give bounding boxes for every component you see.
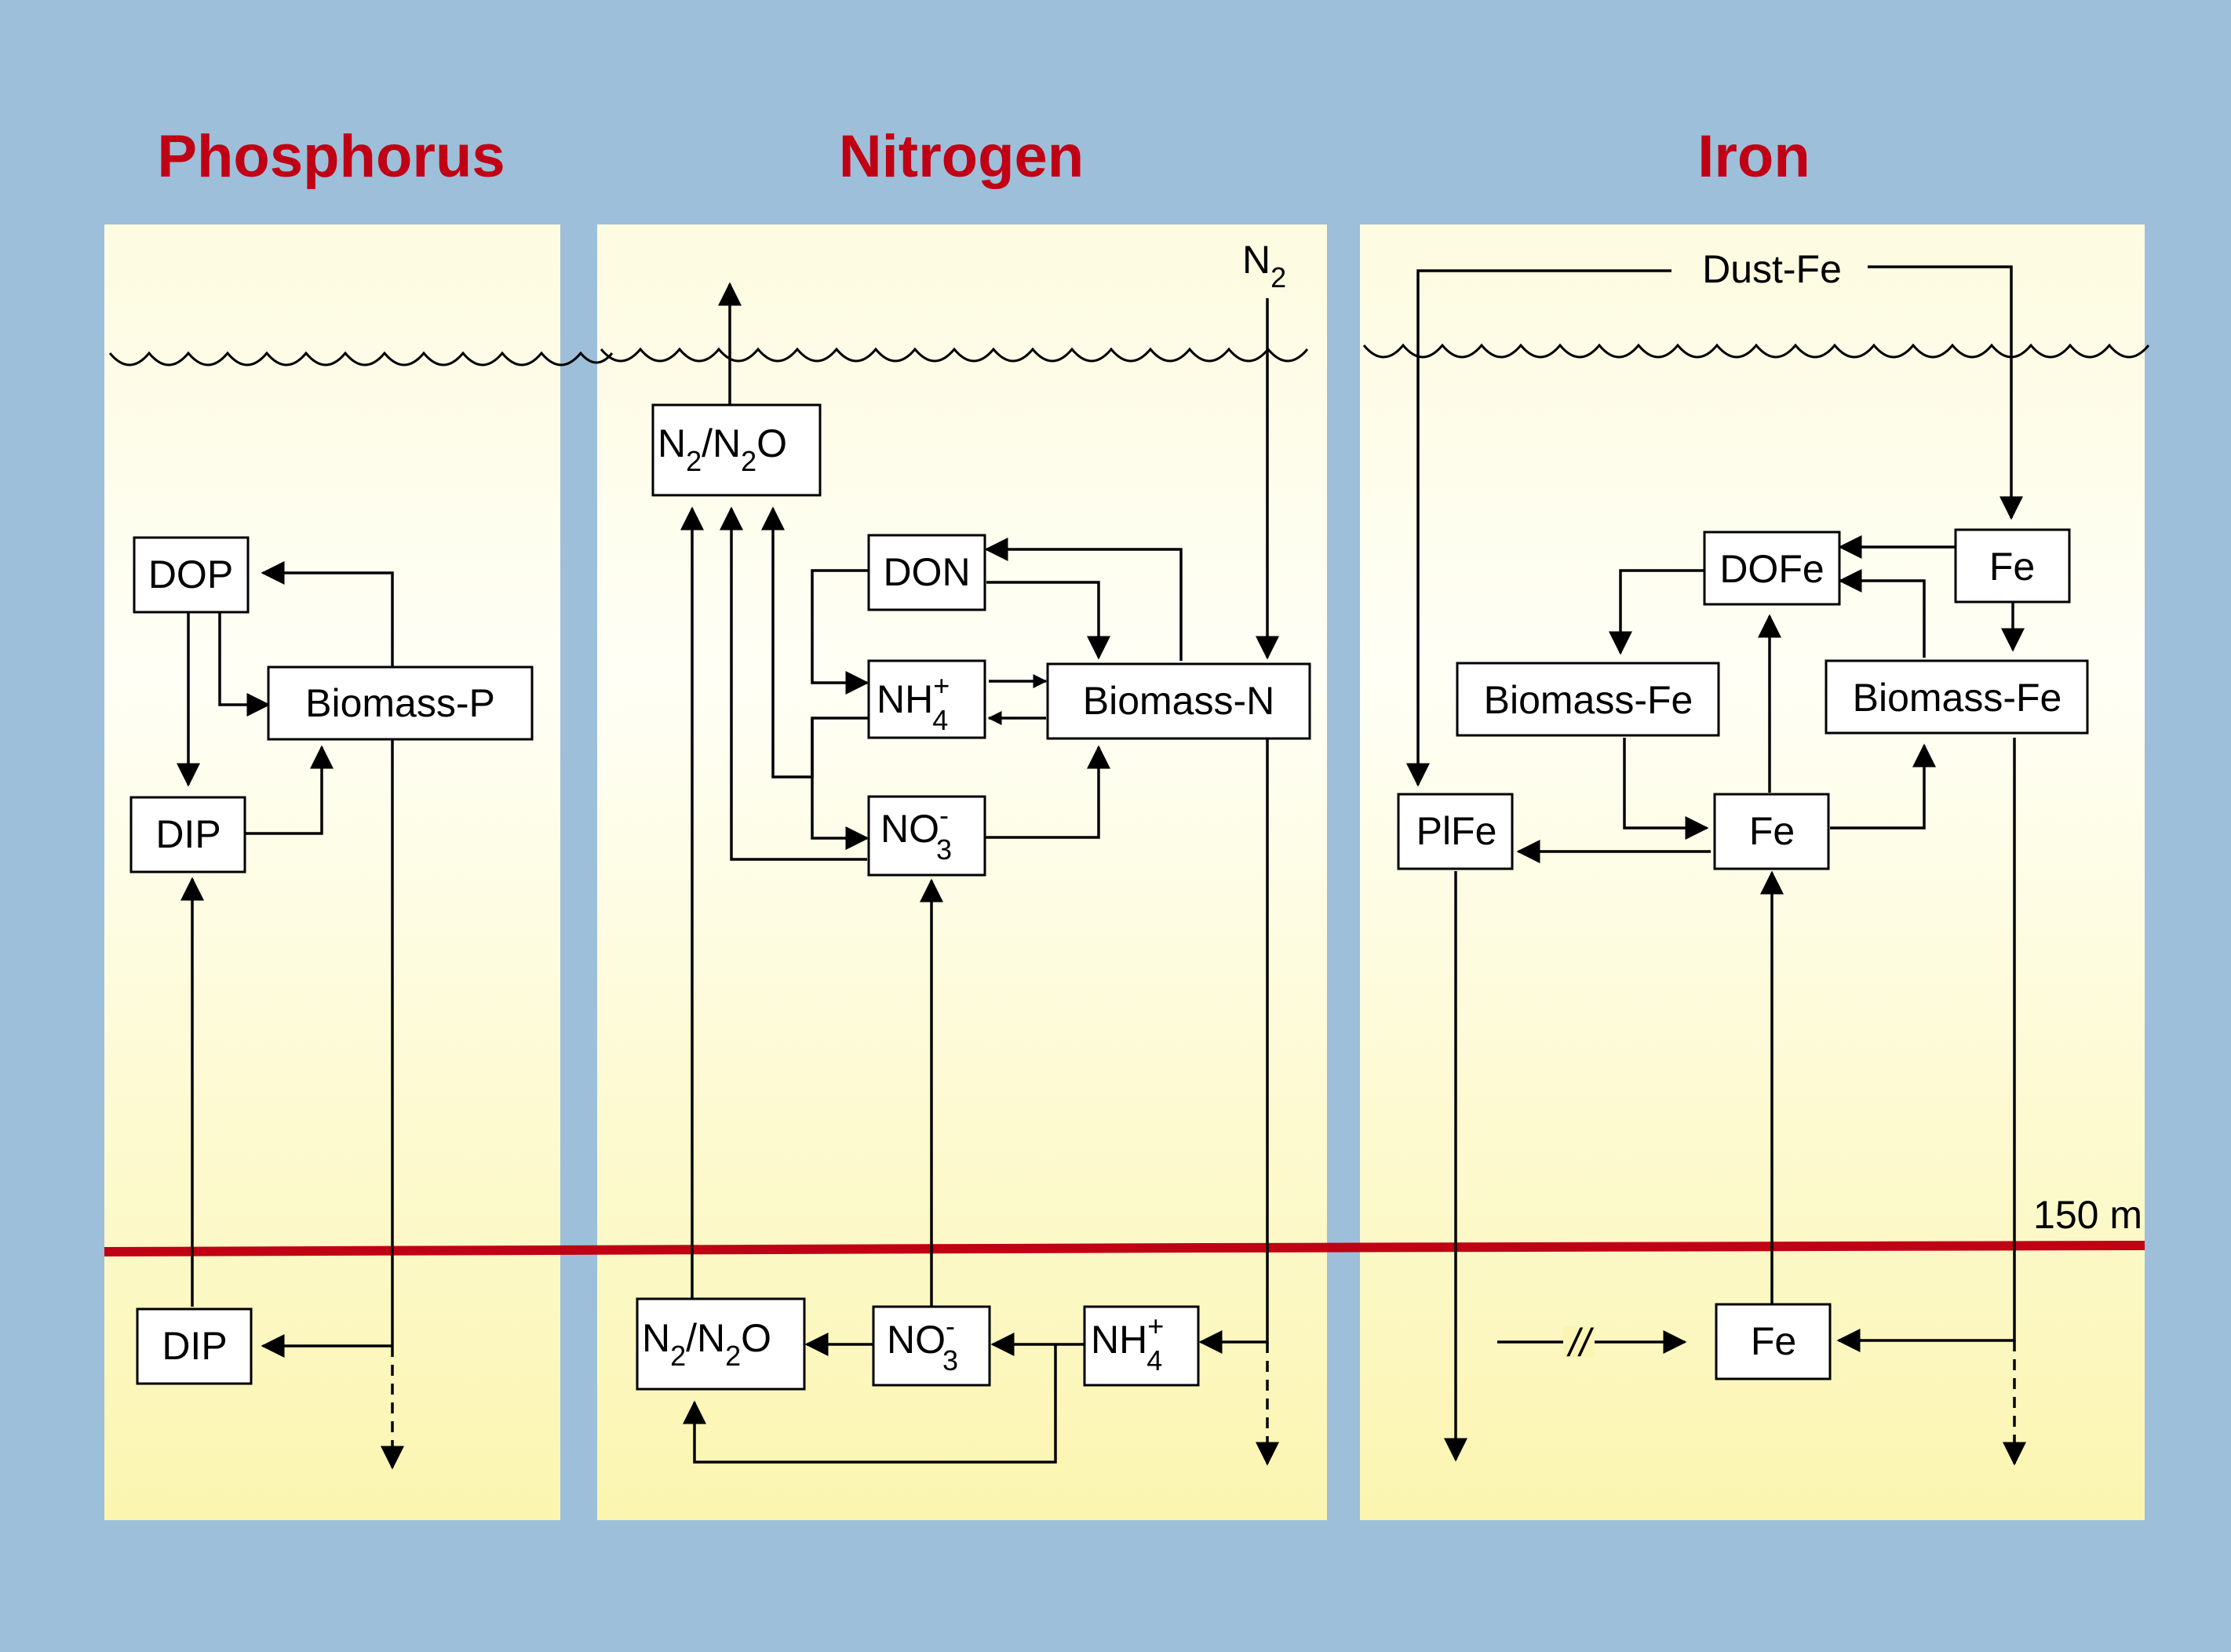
dip-deep-label: DIP [162, 1324, 227, 1368]
plfe-label: PlFe [1416, 809, 1497, 853]
biomass-n-box [1046, 662, 1311, 740]
dip-upper-box [129, 796, 246, 873]
blocked-symbol: // [1566, 1321, 1595, 1365]
arrow-biomass-right-to-dofe [1838, 569, 1926, 658]
fe-dissolved-box [1713, 793, 1830, 870]
nh4-deep-box [1083, 1305, 1200, 1387]
no3-upper-label: NO-3 [880, 799, 952, 866]
dip-upper-label: DIP [155, 812, 221, 856]
biomass-n-label: Biomass-N [1083, 679, 1274, 723]
sea-surface-iron [1362, 343, 2150, 359]
nh4-upper-box [867, 659, 986, 739]
don-box [867, 534, 986, 611]
arrow-nh4-to-no3 [811, 717, 869, 850]
biomass-fe-left-label: Biomass-Fe [1484, 678, 1693, 722]
dust-fe-label: Dust-Fe [1702, 247, 1842, 291]
fe-dissolved-label: Fe [1749, 809, 1795, 853]
don-label: DON [883, 550, 970, 594]
arrow-no3-to-n2 [720, 506, 867, 861]
no3-upper-box [867, 795, 986, 877]
biomass-fe-right-label: Biomass-Fe [1853, 676, 2062, 720]
arrow-dop-to-biomass [218, 612, 271, 717]
n2-n2o-deep-label: N2/N2O [642, 1316, 771, 1372]
arrow-fe-to-biomass-right-up [1830, 743, 1936, 830]
sea-surface-nitrogen [600, 347, 1309, 363]
fe-dust-input-box [1954, 528, 2071, 604]
fe-deep-box [1715, 1303, 1832, 1380]
arrow-don-to-nh4 [811, 569, 869, 695]
biomass-p-label: Biomass-P [305, 681, 495, 725]
dip-deep-box [136, 1307, 253, 1385]
dop-label: DOP [148, 552, 233, 596]
depth-line-150m [104, 1241, 2145, 1256]
nitrogen-title: Nitrogen [839, 123, 1084, 190]
arrow-dust-to-fe [1868, 265, 2023, 520]
arrow-dust-to-plfe [1406, 269, 1671, 787]
arrow-biomass-left-to-fe [1623, 738, 1709, 840]
sea-surface-phosphorus [108, 351, 614, 367]
phosphorus-cycle: DOP Biomass-P DIP DIP [129, 536, 534, 1470]
arrow-biomass-to-dop [261, 561, 394, 1346]
blocked-gap [1563, 1326, 1595, 1358]
dop-box [133, 536, 250, 614]
biomass-fe-right-box [1825, 659, 2089, 735]
arrow-don-to-biomass [986, 581, 1110, 660]
nitrogen-cycle: N2 N2/N2O [636, 238, 1311, 1466]
nh4-deep-label: NH+4 [1091, 1310, 1164, 1377]
fe-dust-input-label: Fe [1989, 545, 2035, 589]
depth-label: 150 m [2033, 1193, 2142, 1237]
phosphorus-title: Phosphorus [157, 123, 505, 190]
biomass-fe-left-box [1456, 662, 1720, 737]
dofe-box [1703, 531, 1841, 606]
n2-n2o-upper-box [651, 403, 822, 497]
n2-atmosphere-label: N2 [1242, 238, 1286, 294]
arrow-dip-to-biomass [245, 745, 334, 835]
no3-deep-label: NO-3 [887, 1310, 958, 1377]
nh4-upper-label: NH+4 [877, 669, 950, 736]
plfe-box [1397, 793, 1514, 870]
fe-deep-label: Fe [1751, 1319, 1796, 1363]
iron-title: Iron [1697, 123, 1810, 190]
no3-deep-box [872, 1305, 991, 1387]
n2-n2o-upper-label: N2/N2O [658, 421, 787, 477]
arrow-deep-nh4-to-n2 [683, 1344, 1057, 1464]
biomass-p-box [267, 666, 534, 741]
iron-cycle: Dust-Fe // Fe DOFe Biomass-Fe [1397, 247, 2089, 1466]
dofe-label: DOFe [1719, 547, 1824, 591]
arrow-dofe-to-biomass-left [1609, 569, 1704, 655]
arrow-no3-to-biomass [985, 745, 1110, 839]
arrow-biomass-to-don [984, 538, 1183, 661]
n2-n2o-deep-box [636, 1297, 806, 1391]
